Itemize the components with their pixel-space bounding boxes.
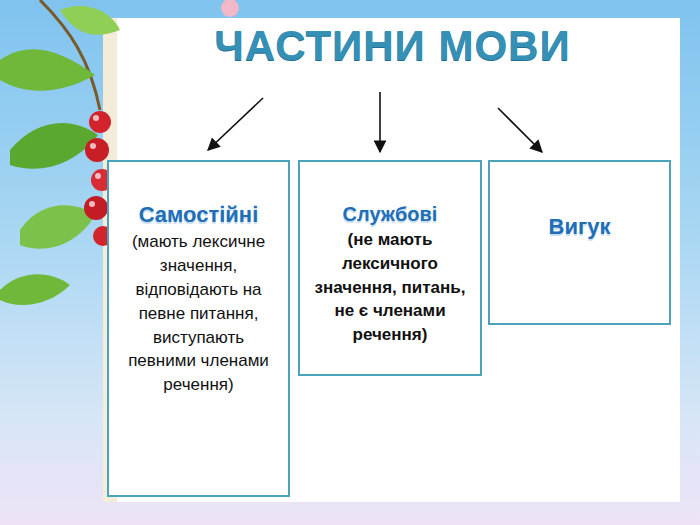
title-arrows — [208, 92, 542, 152]
part-of-speech-box: Вигук — [488, 160, 671, 325]
box-heading: Вигук — [498, 214, 661, 240]
part-of-speech-box: Самостійні(мають лексичне значення, відп… — [107, 160, 290, 497]
box-heading: Самостійні — [117, 202, 280, 228]
arrow — [379, 92, 381, 152]
part-of-speech-box: Службові(не мають лексичного значення, п… — [298, 160, 482, 376]
box-description: (мають лексичне значення, відповідають н… — [117, 230, 280, 397]
diagram-title: ЧАСТИНИ МОВИ — [105, 22, 680, 70]
arrow — [498, 108, 542, 152]
card — [103, 18, 680, 502]
box-heading: Службові — [308, 202, 472, 226]
box-description: (не мають лексичного значення, питань, н… — [308, 228, 472, 347]
arrow — [208, 98, 263, 150]
